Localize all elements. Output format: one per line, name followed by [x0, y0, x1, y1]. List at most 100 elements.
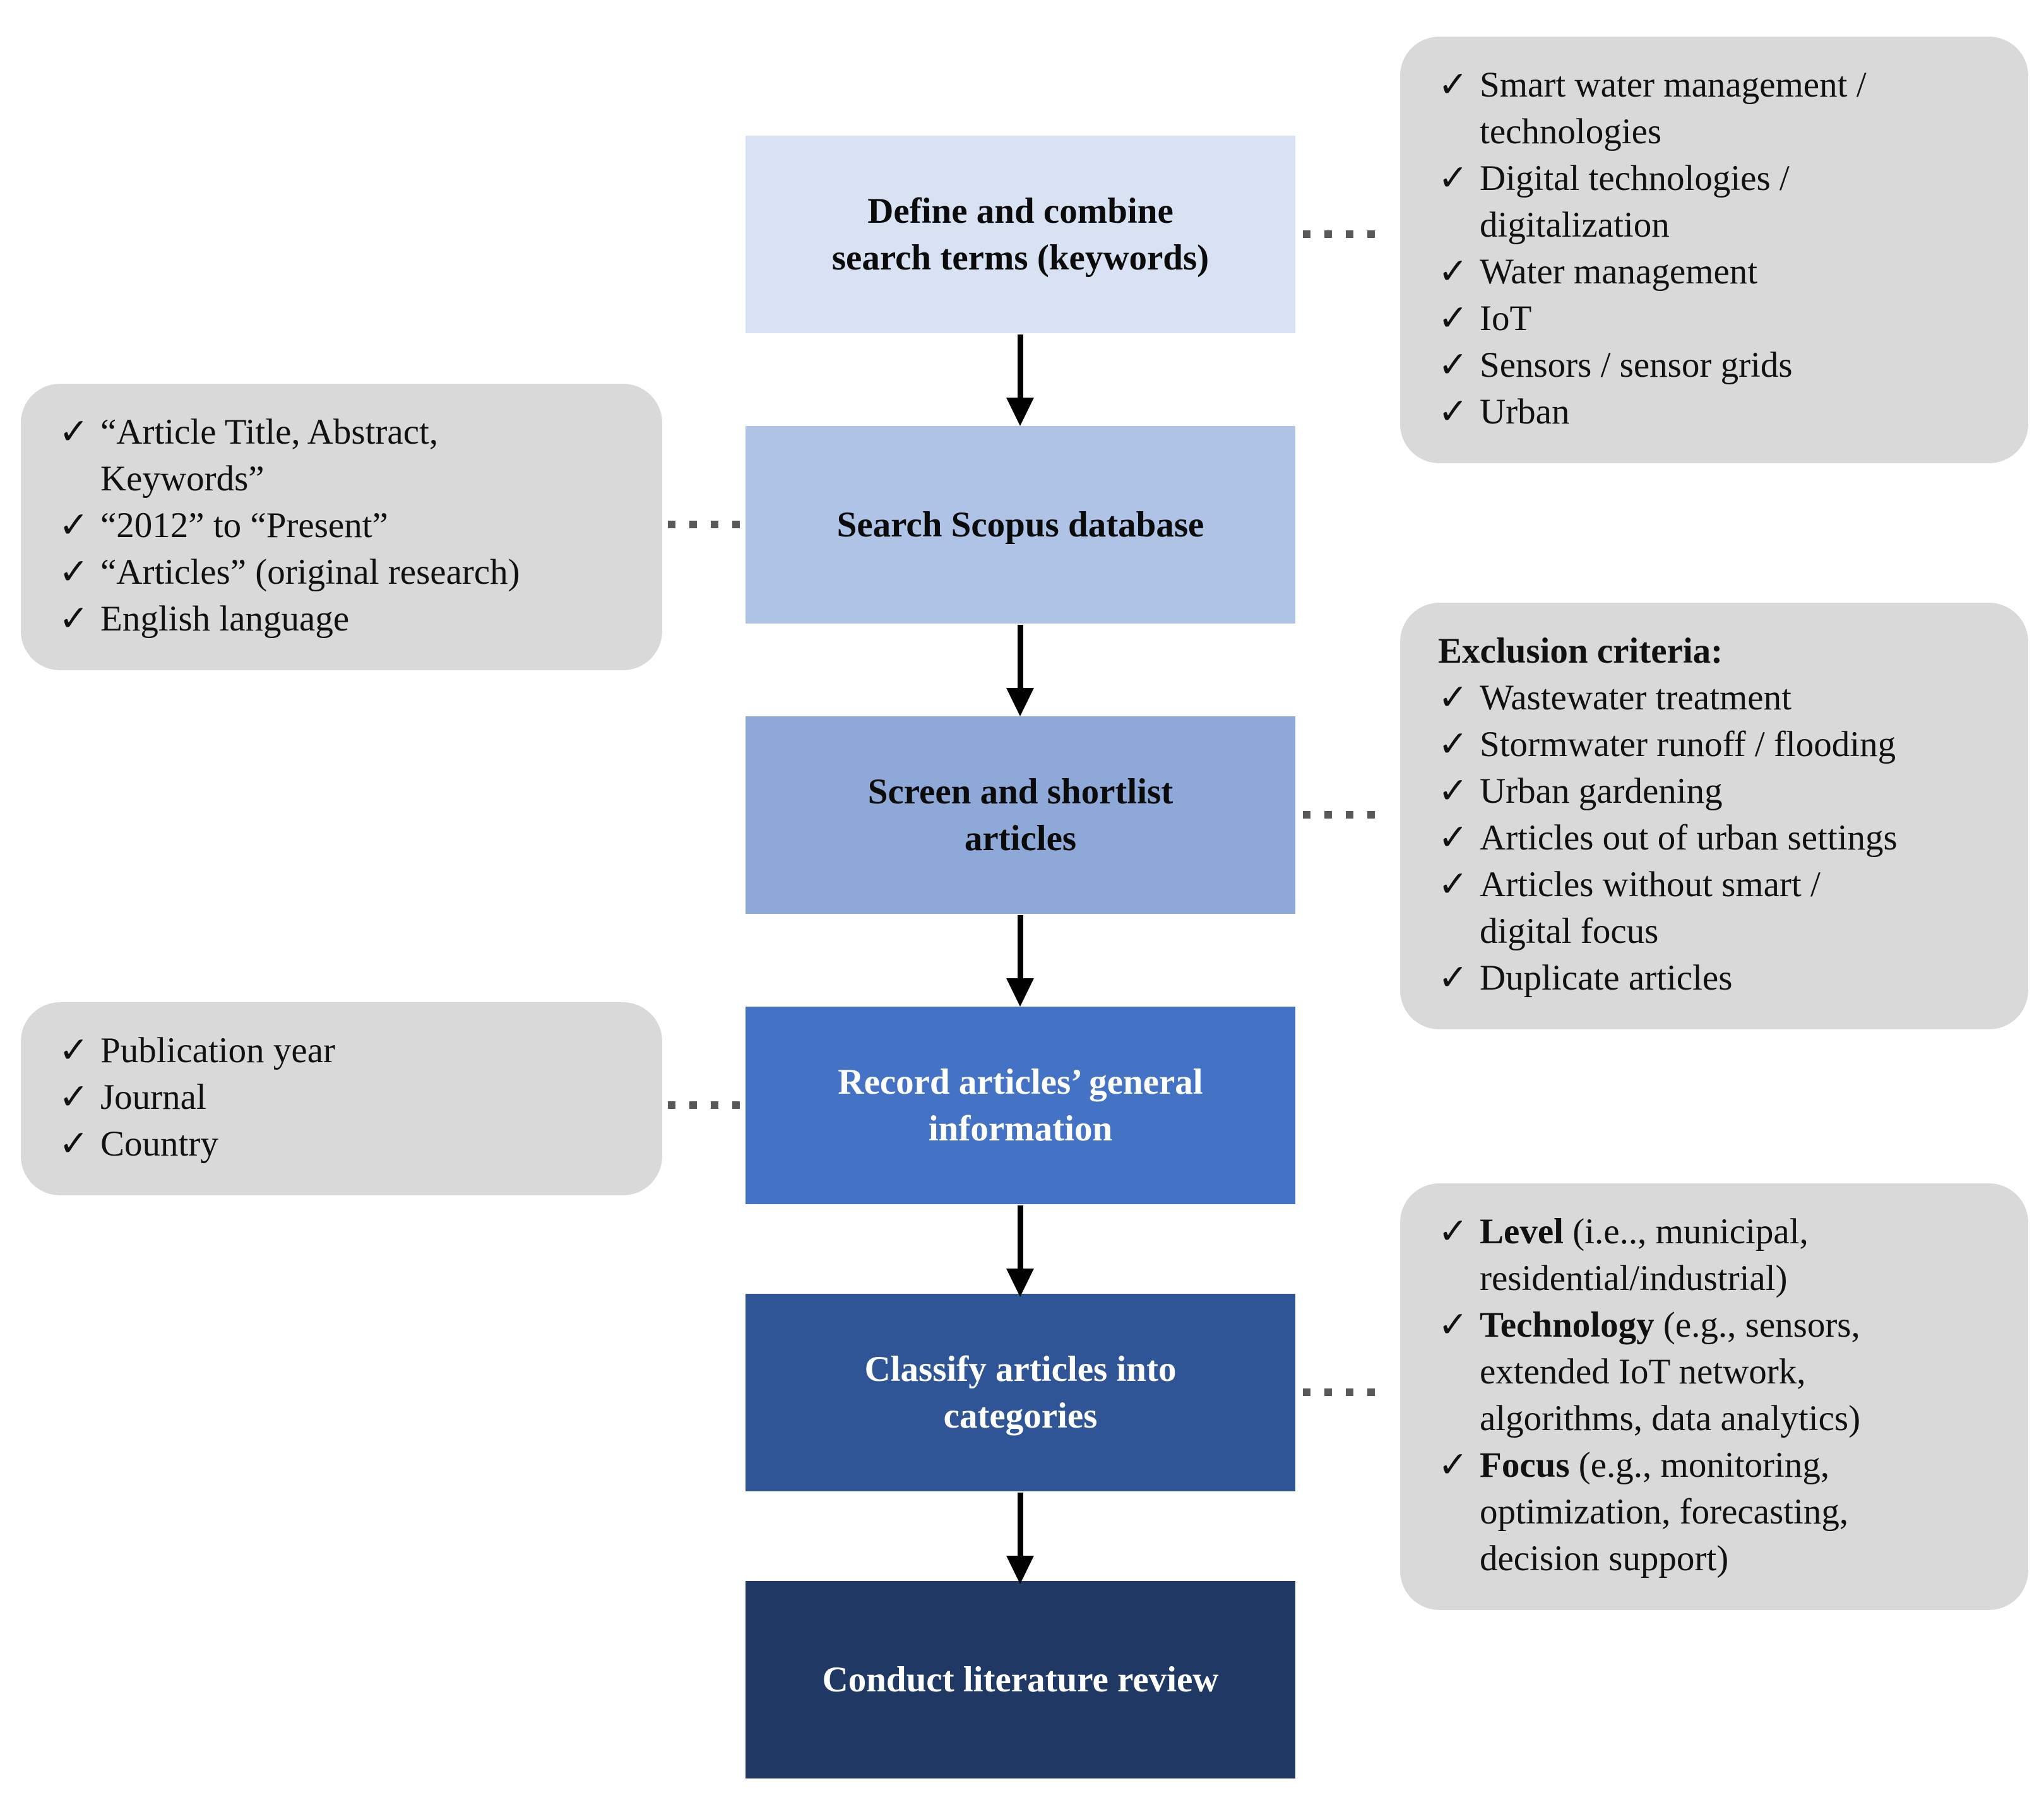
category-desc: (e.g., monitoring, optimization, forecas… — [1480, 1445, 1849, 1578]
checkmark-icon: ✓ — [1438, 725, 1468, 764]
checkmark-icon: ✓ — [59, 1077, 89, 1117]
category-desc: (e.g., sensors, extended IoT network, al… — [1480, 1305, 1861, 1438]
flow-step-search-scopus: Search Scopus database — [746, 426, 1295, 624]
dotted-connector — [668, 521, 742, 528]
exclusion-criteria-callout: Exclusion criteria: ✓ Wastewater treatme… — [1400, 603, 2028, 1029]
checklist-item-text: Digital technologies / digitalization — [1480, 158, 1790, 245]
checkmark-icon: ✓ — [1438, 299, 1468, 338]
checklist-item: ✓ “2012” to “Present” — [47, 502, 637, 549]
flow-arrow — [1006, 915, 1034, 1007]
checkmark-icon: ✓ — [1438, 65, 1468, 105]
checklist-item-text: Smart water management / technologies — [1480, 65, 1867, 151]
category-term: Technology — [1480, 1305, 1655, 1345]
checklist-item-text: “Articles” (original research) — [100, 552, 520, 592]
checklist-item-text: Duplicate articles — [1480, 958, 1733, 998]
checklist-item: ✓ Sensors / sensor grids — [1427, 342, 2003, 389]
checkmark-icon: ✓ — [59, 412, 89, 452]
checklist-item: ✓ Urban — [1427, 389, 2003, 435]
checklist-item-text: Urban gardening — [1480, 771, 1723, 811]
checklist-item: ✓ Stormwater runoff / flooding — [1427, 721, 2003, 768]
checklist-item: ✓ Smart water management / technologies — [1427, 62, 2003, 155]
arrow-head-icon — [1006, 688, 1034, 716]
checkmark-icon: ✓ — [59, 552, 89, 592]
checklist-item-text: Sensors / sensor grids — [1480, 345, 1793, 385]
checklist-item-text: “Article Title, Abstract, Keywords” — [100, 412, 439, 499]
flow-step-literature-review: Conduct literature review — [746, 1581, 1295, 1778]
checkmark-icon: ✓ — [59, 506, 89, 545]
checklist-item: ✓ “Article Title, Abstract, Keywords” — [47, 409, 637, 502]
checklist-item: ✓ English language — [47, 596, 637, 642]
checkmark-icon: ✓ — [1438, 158, 1468, 198]
checklist-item: ✓ Duplicate articles — [1427, 955, 2003, 1002]
flow-step-record-info: Record articles’ general information — [746, 1007, 1295, 1204]
dotted-connector — [668, 1101, 742, 1109]
checklist-item: ✓ Water management — [1427, 249, 2003, 295]
checklist-item-text: Publication year — [100, 1031, 335, 1070]
classification-callout: ✓ Level (i.e.., municipal, residential/i… — [1400, 1183, 2028, 1610]
dotted-connector — [1303, 1388, 1382, 1396]
checklist-item-text: Journal — [100, 1077, 206, 1117]
checklist-item: ✓ IoT — [1427, 295, 2003, 342]
general-info-callout: ✓ Publication year ✓ Journal ✓ Country — [21, 1002, 662, 1195]
checkmark-icon: ✓ — [1438, 818, 1468, 858]
checkmark-icon: ✓ — [59, 1031, 89, 1070]
arrow-head-icon — [1006, 1269, 1034, 1297]
checklist-item-text: Articles out of urban settings — [1480, 818, 1898, 858]
checklist-item-text: “2012” to “Present” — [100, 506, 388, 545]
checklist-item: ✓ “Articles” (original research) — [47, 549, 637, 596]
checklist-item: ✓ Level (i.e.., municipal, residential/i… — [1427, 1209, 2003, 1302]
checklist-item: ✓ Articles without smart / digital focus — [1427, 861, 2003, 955]
flow-arrow — [1006, 334, 1034, 426]
checkmark-icon: ✓ — [1438, 958, 1468, 998]
checklist-item: ✓ Digital technologies / digitalization — [1427, 155, 2003, 249]
checklist-item: ✓ Journal — [47, 1074, 637, 1121]
checklist-item-text: Technology (e.g., sensors, extended IoT … — [1480, 1302, 1860, 1442]
flow-step-classify: Classify articles into categories — [746, 1294, 1295, 1491]
checklist-item: ✓ Articles out of urban settings — [1427, 815, 2003, 861]
arrow-head-icon — [1006, 398, 1034, 426]
checkmark-icon: ✓ — [59, 1124, 89, 1164]
checkmark-icon: ✓ — [1438, 252, 1468, 292]
arrow-shaft — [1017, 334, 1023, 398]
flow-step-define-search-terms: Define and combine search terms (keyword… — [746, 136, 1295, 333]
checkmark-icon: ✓ — [59, 599, 89, 639]
checkmark-icon: ✓ — [1438, 1445, 1468, 1485]
checkmark-icon: ✓ — [1438, 1212, 1468, 1252]
checklist-item-text: Focus (e.g., monitoring, optimization, f… — [1480, 1442, 1848, 1582]
arrow-shaft — [1017, 1205, 1023, 1269]
checklist-item-text: Level (i.e.., municipal, residential/ind… — [1480, 1209, 1809, 1302]
exclusion-heading: Exclusion criteria: — [1438, 631, 1723, 671]
dotted-connector — [1303, 230, 1382, 238]
checklist-item-text: Urban — [1480, 392, 1570, 432]
checklist-item-text: IoT — [1480, 299, 1532, 338]
checklist-item-text: Articles without smart / digital focus — [1480, 865, 1821, 951]
category-desc: (i.e.., municipal, residential/industria… — [1480, 1212, 1809, 1298]
arrow-head-icon — [1006, 978, 1034, 1007]
arrow-shaft — [1017, 1493, 1023, 1556]
checklist-item-text: Wastewater treatment — [1480, 678, 1791, 718]
dotted-connector — [1303, 811, 1382, 819]
checklist-item: ✓ Technology (e.g., sensors, extended Io… — [1427, 1302, 2003, 1442]
checkmark-icon: ✓ — [1438, 392, 1468, 432]
search-filters-callout: ✓ “Article Title, Abstract, Keywords” ✓ … — [21, 384, 662, 670]
arrow-head-icon — [1006, 1556, 1034, 1584]
flow-arrow — [1006, 1205, 1034, 1297]
checkmark-icon: ✓ — [1438, 345, 1468, 385]
checkmark-icon: ✓ — [1438, 771, 1468, 811]
arrow-shaft — [1017, 625, 1023, 688]
arrow-shaft — [1017, 915, 1023, 978]
checkmark-icon: ✓ — [1438, 1305, 1468, 1345]
flow-arrow — [1006, 625, 1034, 716]
checkmark-icon: ✓ — [1438, 678, 1468, 718]
checklist-item-text: Stormwater runoff / flooding — [1480, 725, 1896, 764]
checklist-item: ✓ Wastewater treatment — [1427, 675, 2003, 721]
category-term: Level — [1480, 1212, 1564, 1252]
checklist-item-text: English language — [100, 599, 350, 639]
checklist-item-text: Water management — [1480, 252, 1758, 292]
checklist-item: ✓ Urban gardening — [1427, 768, 2003, 815]
keywords-callout: ✓ Smart water management / technologies … — [1400, 37, 2028, 463]
checklist-item: ✓ Publication year — [47, 1027, 637, 1074]
checkmark-icon: ✓ — [1438, 865, 1468, 904]
checklist-item-text: Country — [100, 1124, 218, 1164]
